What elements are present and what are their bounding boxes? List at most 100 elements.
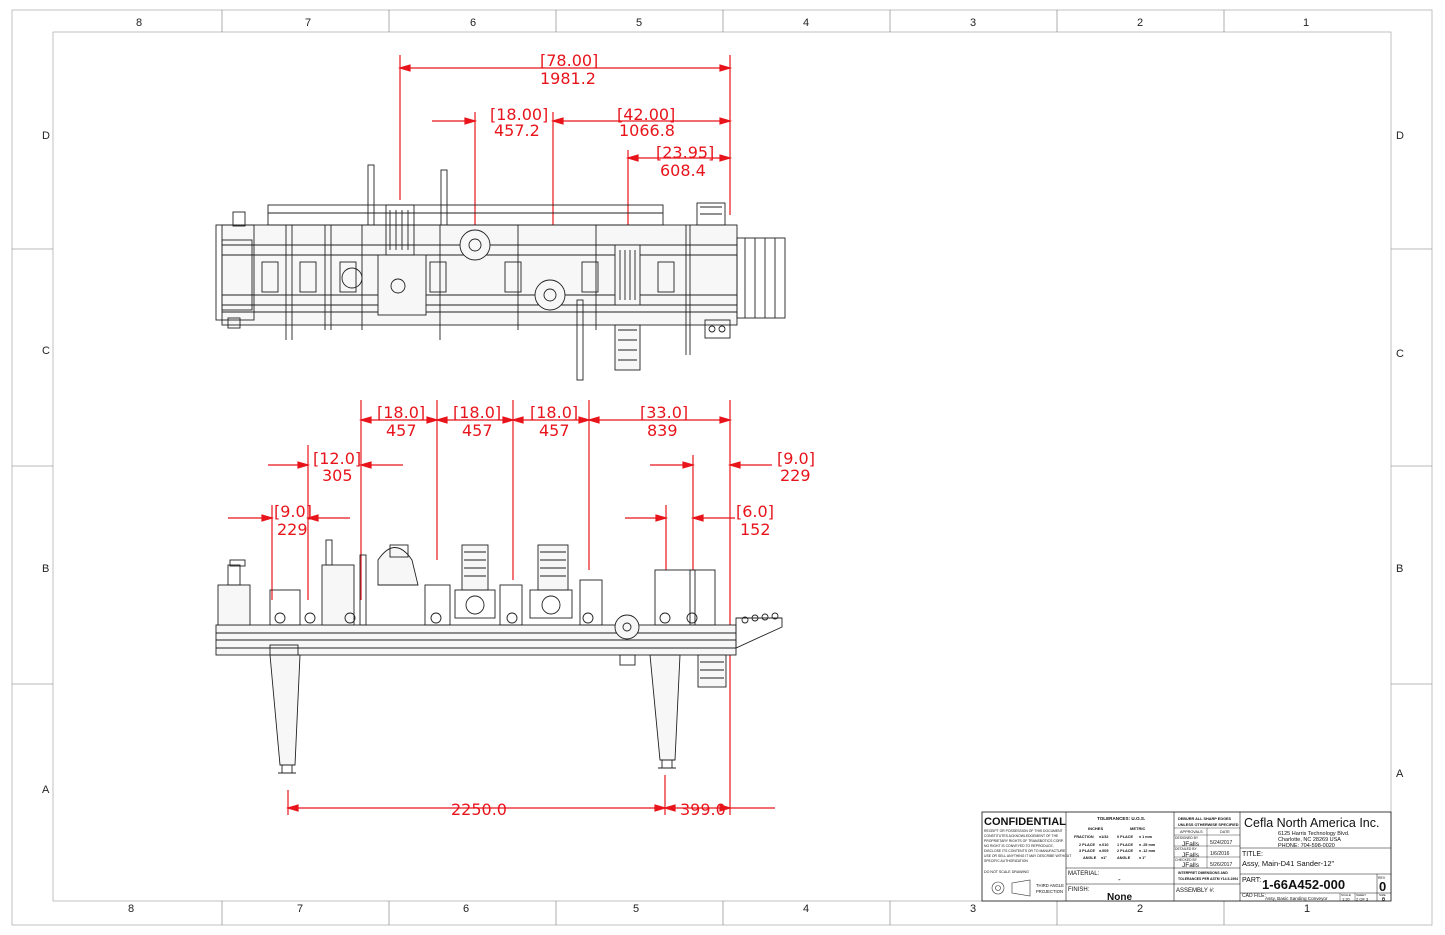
confidential-heading: CONFIDENTIAL: [984, 816, 1066, 828]
zone-row-a-right: A: [1396, 768, 1404, 780]
detailed-by-name: JFalls: [1182, 852, 1200, 859]
front-view-dim-lines: [228, 416, 775, 812]
part-label: PART:: [1242, 877, 1261, 884]
dim-top-42-mm: 1066.8: [619, 121, 675, 140]
dim-front-18-c-in: [18.0]: [530, 403, 578, 422]
projection-line-2: PROJECTION: [1036, 889, 1063, 894]
checked-by-label: CHECKED BY: [1175, 858, 1198, 862]
tolerance-rows: FRACTION ±1/32 0 PLACE ± 1 mm 2 PLACE ±.…: [1074, 835, 1156, 860]
zone-row-a: A: [42, 784, 50, 796]
zone-ticks: [12, 10, 1432, 925]
zone-col-8-bottom: 8: [128, 903, 134, 915]
zone-col-3-bottom: 3: [970, 903, 976, 915]
dim-front-18-a-mm: 457: [386, 421, 417, 440]
rev-label: REV: [1378, 876, 1386, 880]
front-view-extension-lines: [271, 400, 731, 815]
approvals-label: APPROVALS: [1180, 830, 1203, 834]
front-view: [18.0] 457 [18.0] 457 [18.0] 457 [33.0] …: [215, 400, 815, 819]
zone-labels-right: D C B A: [1396, 130, 1404, 780]
zone-row-c: C: [42, 345, 50, 357]
cad-file-label: CAD FILE:: [1242, 893, 1266, 899]
inner-frame: [52, 31, 1392, 902]
dim-front-2250: 2250.0: [451, 800, 507, 819]
dim-front-12-mm: 305: [322, 466, 353, 485]
tol-row-2-b: ±.005: [1099, 849, 1108, 853]
zone-col-8: 8: [136, 17, 142, 29]
tol-row-1-d: ± .25 mm: [1139, 843, 1156, 847]
confidential-line-4: NO RIGHT IS CONVEYED TO REPRODUCE,: [984, 844, 1054, 848]
zone-col-1: 1: [1303, 17, 1309, 29]
dim-front-18-c-mm: 457: [539, 421, 570, 440]
zone-col-3: 3: [970, 17, 976, 29]
tol-row-1-a: 2 PLACE: [1079, 843, 1096, 847]
designed-by-label: DESIGNED BY: [1175, 836, 1199, 840]
deburr-line-2: UNLESS OTHERWISE SPECIFIED: [1178, 823, 1239, 827]
dim-front-9-left-mm: 229: [277, 520, 308, 539]
company-address-1: 6125 Harris Technology Blvd.: [1278, 831, 1350, 837]
tol-row-2-a: 3 PLACE: [1079, 849, 1096, 853]
dim-front-9-left-in: [9.0]: [274, 502, 312, 521]
finish-label: FINISH:: [1068, 887, 1090, 893]
do-not-scale: DO NOT SCALE DRAWING: [984, 870, 1029, 874]
company-address-3: PHONE: 704-598-0020: [1278, 843, 1335, 849]
dim-top-2395-mm: 608.4: [660, 161, 706, 180]
dim-top-42-in: [42.00]: [617, 105, 675, 124]
zone-labels-bottom: 8 7 6 5 4 3 2 1: [128, 903, 1310, 915]
zone-col-2-bottom: 2: [1137, 903, 1143, 915]
dim-front-33-mm: 839: [647, 421, 678, 440]
designed-date: 5/24/2017: [1210, 840, 1232, 846]
title-block: CONFIDENTIAL RECEIPT OR POSSESSION OF TH…: [981, 811, 1392, 903]
zone-col-7: 7: [305, 17, 311, 29]
size-value: B: [1382, 897, 1386, 902]
tol-metric: METRIC: [1130, 826, 1145, 831]
company-address-2: Charlotte, NC 28269 USA: [1278, 837, 1341, 843]
scale-label: SCALE: [1341, 893, 1351, 897]
tol-row-0-c: 0 PLACE: [1117, 835, 1134, 839]
tol-row-3-c: ANGLE: [1117, 856, 1131, 860]
confidential-line-3: PROPRIETARY RIGHTS OF TRANSBOTICS CORP.: [984, 839, 1064, 843]
tol-row-1-b: ±.010: [1099, 843, 1108, 847]
zone-row-d-right: D: [1396, 130, 1404, 142]
detailed-by-label: DETAILED BY: [1175, 847, 1198, 851]
interpret-line-1: INTERPRET DIMENSIONS AND: [1178, 871, 1228, 875]
top-view-dimension-lines: [397, 64, 733, 162]
dim-front-12-in: [12.0]: [313, 449, 361, 468]
confidential-line-1: RECEIPT OR POSSESSION OF THIS DOCUMENT: [984, 829, 1063, 833]
confidential-line-5: DISCLOSE ITS CONTENTS OR TO MANUFACTURE: [984, 849, 1066, 853]
tol-row-1-c: 1 PLACE: [1117, 843, 1134, 847]
dim-top-2395-in: [23.95]: [656, 143, 714, 162]
dim-front-18-a-in: [18.0]: [377, 403, 425, 422]
sheet-value: 2 OF 3: [1356, 897, 1369, 902]
confidential-line-2: CONSTITUTES ACKNOWLEDGEMENT OF THE: [984, 834, 1059, 838]
material-value: -: [1118, 875, 1121, 884]
tol-row-2-d: ± .12 mm: [1139, 849, 1156, 853]
front-view-machine: [215, 539, 783, 774]
dim-front-6-in: [6.0]: [736, 502, 774, 521]
zone-row-b: B: [42, 563, 49, 575]
dim-top-78-in: [78.00]: [540, 51, 598, 70]
top-view: [78.00] 1981.2 [18.00] 457.2 [42.00] 106…: [215, 51, 786, 381]
dim-top-18-in: [18.00]: [490, 105, 548, 124]
sheet-label: SHEET: [1356, 893, 1366, 897]
tol-inches: INCHES: [1088, 826, 1103, 831]
zone-labels-top: 8 7 6 5 4 3 2 1: [136, 17, 1309, 29]
finish-value: None: [1107, 892, 1132, 903]
size-label: SIZE: [1379, 893, 1386, 897]
zone-col-5: 5: [636, 17, 642, 29]
title-value: Assy, Main-D41 Sander-12": [1242, 859, 1334, 868]
company-name: Cefla North America Inc.: [1244, 816, 1379, 830]
tol-row-0-b: ±1/32: [1099, 835, 1108, 839]
zone-col-4-bottom: 4: [803, 903, 809, 915]
zone-row-c-right: C: [1396, 348, 1404, 360]
top-view-machine: [215, 164, 786, 381]
assembly-label: ASSEMBLY #:: [1176, 888, 1215, 894]
projection-line-1: THIRD ANGLE: [1036, 883, 1064, 888]
outer-frame: [11, 9, 1433, 926]
confidential-line-6: USE OR SELL ANYTHING IT MAY DESCRIBE WIT…: [984, 854, 1071, 858]
rev-value: 0: [1379, 879, 1386, 894]
title-label: TITLE:: [1242, 851, 1263, 858]
tol-row-3-b: ±1°: [1101, 856, 1107, 860]
cad-file-value: Assy, Basic Sanding Conveyor: [1265, 896, 1328, 901]
dim-front-9-right-in: [9.0]: [777, 449, 815, 468]
